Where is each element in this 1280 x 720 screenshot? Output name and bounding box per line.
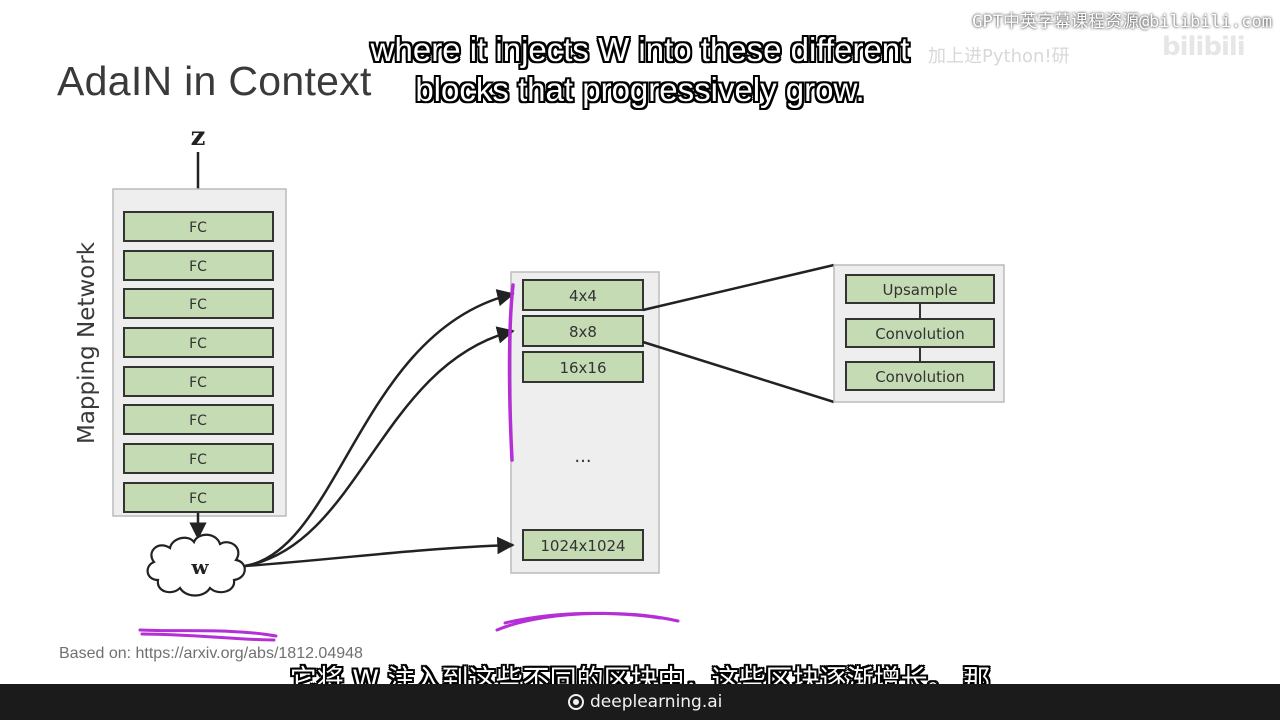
synthesis-ellipsis: ... xyxy=(574,446,591,467)
footer-brand-label: deeplearning.ai xyxy=(590,692,723,712)
fc-layer xyxy=(123,366,274,397)
detail-block-label: Convolution xyxy=(875,325,965,343)
fc-layer xyxy=(123,250,274,281)
fc-layer-label: FC xyxy=(189,452,207,468)
mapping-network-label: Mapping Network xyxy=(74,241,100,444)
annotation-vertical-stroke xyxy=(507,283,515,462)
fc-layer-label: FC xyxy=(189,297,207,313)
bilibili-logo: bilibili xyxy=(1162,32,1246,62)
detail-block-upsample xyxy=(845,274,995,304)
synthesis-block-label: 4x4 xyxy=(569,287,597,305)
w-cloud-shape xyxy=(146,533,246,597)
adain-diagram: z Mapping Network FC FC FC FC FC FC FC F… xyxy=(74,122,1005,642)
watermark: GPT中英字幕课程资源@bilibili.com xyxy=(972,12,1272,32)
detail-block-convolution xyxy=(845,318,995,348)
zoom-line-top xyxy=(642,263,835,312)
subtitle-english-line2: blocks that progressively grow. xyxy=(415,71,865,108)
watermark-secondary: 加上进Python!研 xyxy=(928,46,1070,67)
deeplearning-logo-icon xyxy=(568,694,584,710)
synthesis-block-label: 8x8 xyxy=(569,323,597,341)
fc-layer-label: FC xyxy=(189,220,207,236)
synthesis-block-8x8 xyxy=(522,315,644,347)
footer-brand: deeplearning.ai xyxy=(568,689,722,715)
annotation-underline-left xyxy=(138,628,278,642)
source-link[interactable]: https://arxiv.org/abs/1812.04948 xyxy=(135,645,363,662)
synthesis-block-label: 16x16 xyxy=(559,359,606,377)
w-arrow-to-1024 xyxy=(244,536,515,568)
synthesis-block-4x4 xyxy=(522,279,644,311)
detail-block-convolution xyxy=(845,361,995,391)
fc-layer-label: FC xyxy=(189,491,207,507)
footer-bar: deeplearning.ai xyxy=(0,684,1280,720)
slide-title: AdaIN in Context xyxy=(57,58,372,104)
synthesis-block-label: 1024x1024 xyxy=(540,537,625,555)
w-label: w xyxy=(190,555,209,579)
w-arrow-to-4x4 xyxy=(244,289,515,568)
source-citation: Based on: https://arxiv.org/abs/1812.049… xyxy=(59,645,363,663)
slide: AdaIN in Context GPT中英字幕课程资源@bilibili.co… xyxy=(57,12,1272,696)
fc-stack: FC FC FC FC FC FC FC FC xyxy=(123,211,274,513)
zoom-line-bottom xyxy=(642,340,835,404)
annotation-underline-middle xyxy=(495,611,680,632)
fc-layer-label: FC xyxy=(189,413,207,429)
fc-layer xyxy=(123,443,274,474)
synthesis-block-1024 xyxy=(522,529,644,561)
w-arrow-to-8x8 xyxy=(244,326,515,568)
fc-layer-label: FC xyxy=(189,375,207,391)
fc-layer xyxy=(123,211,274,242)
fc-layer-label: FC xyxy=(189,336,207,352)
fc-layer xyxy=(123,404,274,435)
detail-block-label: Upsample xyxy=(882,281,957,299)
synthesis-block-16x16 xyxy=(522,351,644,383)
fc-layer xyxy=(123,288,274,319)
z-label: z xyxy=(191,122,206,152)
fc-layer xyxy=(123,327,274,358)
subtitle-english-line1: where it injects W into these different xyxy=(370,31,910,68)
fc-layer-label: FC xyxy=(189,259,207,275)
source-prefix: Based on: xyxy=(59,645,132,662)
fc-layer xyxy=(123,482,274,513)
detail-block-label: Convolution xyxy=(875,368,965,386)
